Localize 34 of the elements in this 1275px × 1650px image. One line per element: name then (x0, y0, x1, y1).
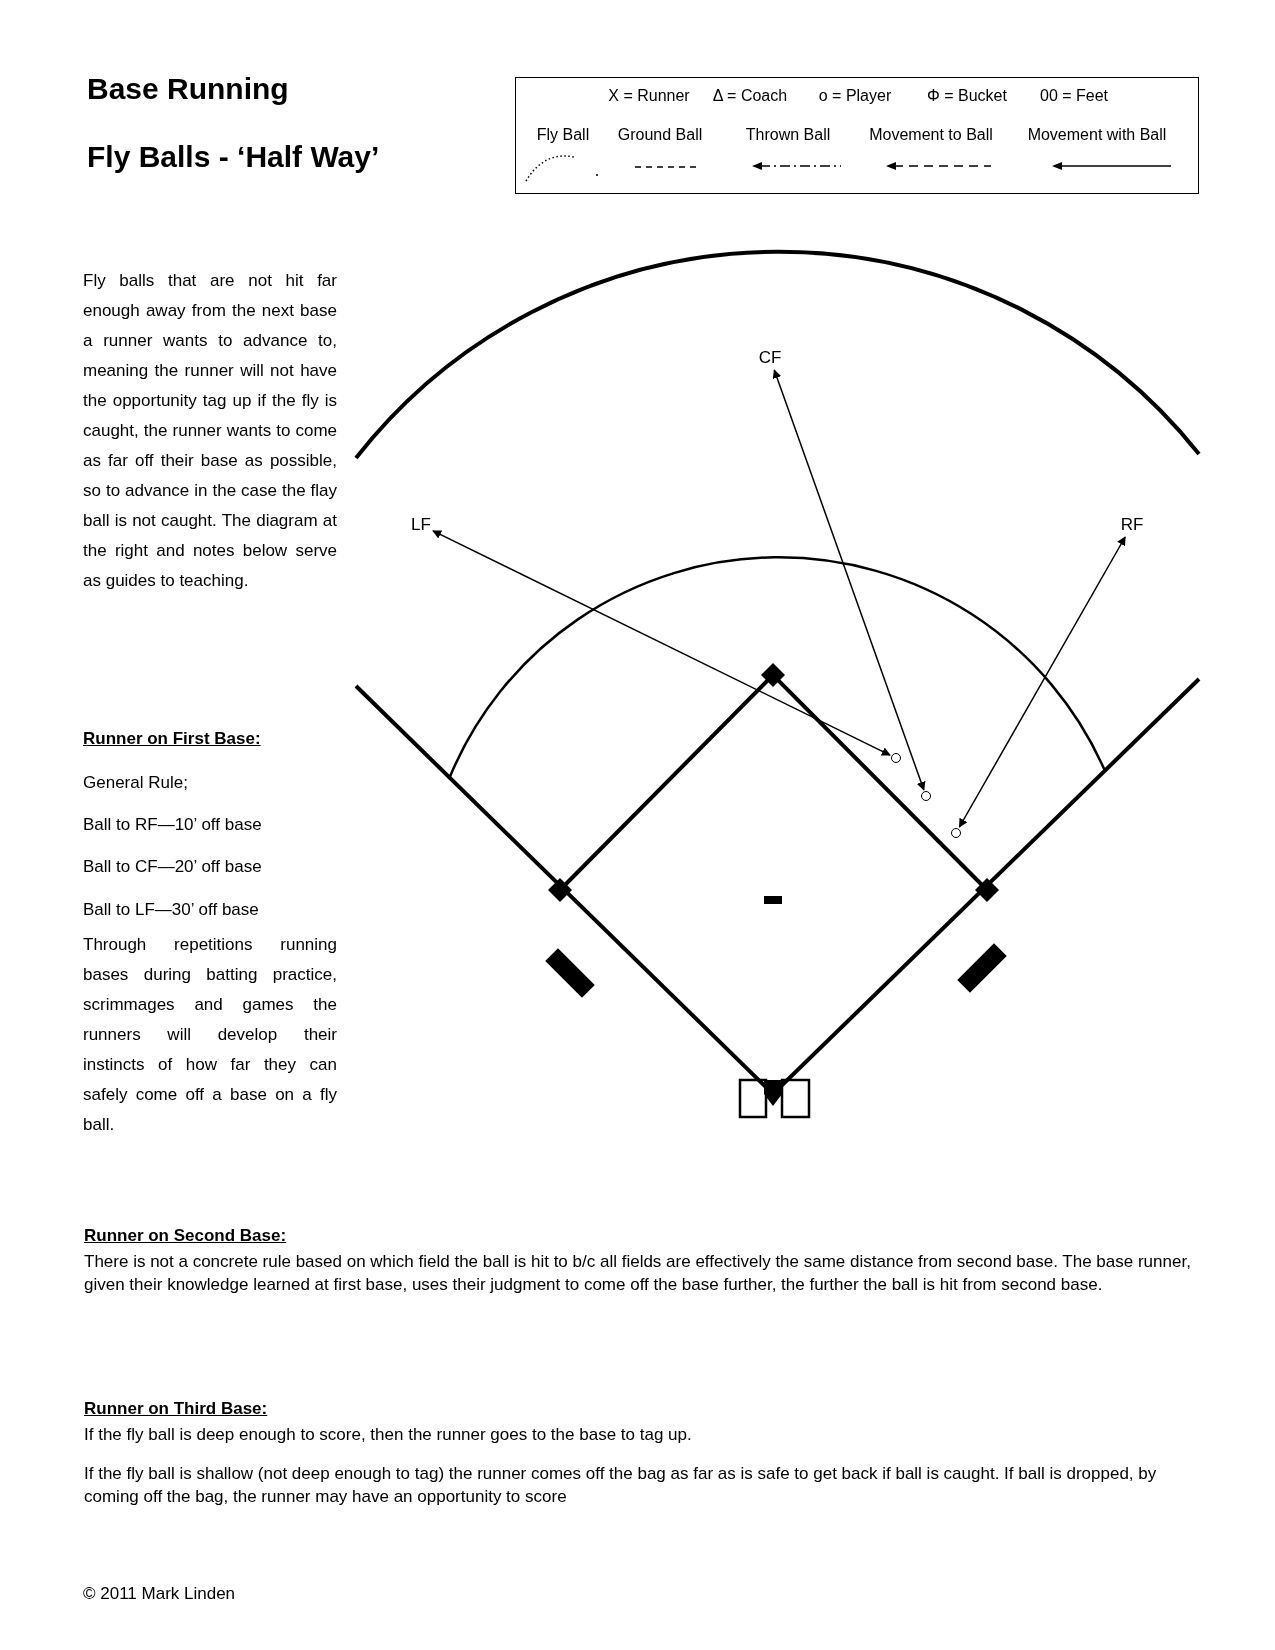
player-circle (951, 828, 961, 838)
note-text: Ball to RF—10’ off base (83, 815, 262, 835)
legend-label: X = Runner (608, 87, 690, 105)
legend-label: Movement with Ball (1027, 126, 1167, 144)
position-label: RF (1120, 514, 1144, 536)
subtitle: Fly Balls - ‘Half Way’ (87, 140, 380, 174)
arrow (772, 369, 926, 791)
arrow (432, 530, 891, 756)
legend-label: Fly Ball (536, 126, 590, 144)
legend-label: Δ = Coach (712, 87, 788, 105)
legend-label: Thrown Ball (745, 126, 831, 144)
paragraph: If the fly ball is shallow (not deep enough to tag) the runner comes off the bag as far as is safe to get back if ball is caught. If ball is dropped, by coming off the bag, the runner may have an opportunity to score (84, 1463, 1158, 1508)
paragraph: Through repetitions running bases during batting practice, scrimmages and games the runners will develop their instincts of how far they can safely come off a base on a fly ball. (83, 934, 337, 1136)
note-text: General Rule; (83, 773, 188, 793)
position-label: CF (758, 347, 782, 369)
legend-label: o = Player (818, 87, 892, 105)
title: Base Running (87, 72, 289, 106)
player-circle (891, 753, 901, 763)
position-label: LF (410, 514, 432, 536)
section-heading: Runner on First Base: (83, 729, 261, 749)
note-text: Ball to LF—30’ off base (83, 900, 259, 920)
legend-label: Φ = Bucket (927, 87, 1007, 105)
section-heading: Runner on Second Base: (84, 1226, 287, 1246)
legend-label: 00 = Feet (1040, 87, 1108, 105)
paragraph: If the fly ball is deep enough to score, then the runner goes to the base to tag up. (84, 1424, 693, 1446)
player-circle (921, 791, 931, 801)
note-text: Ball to CF—20’ off base (83, 857, 262, 877)
legend-label: Ground Ball (617, 126, 703, 144)
paragraph: There is not a concrete rule based on which field the ball is hit to b/c all fields are effectively the same distance from second base. The base runner, given their knowledge learned at first base, uses their judgment to come off the base further, the further the ball is hit from second base. (84, 1251, 1192, 1296)
paragraph: Fly balls that are not hit far enough away from the next base a runner wants to advance to, meaning the runner will not have the opportunity tag up if the fly is caught, the runner wants to come as far off their base as possible, so to advance in the case the flay ball is not caught. The diagram at the right and notes below serve as guides to teaching. (83, 270, 337, 592)
note-text: © 2011 Mark Linden (83, 1584, 236, 1604)
legend-label: Movement to Ball (869, 126, 993, 144)
arrow (958, 536, 1126, 828)
section-heading: Runner on Third Base: (84, 1399, 268, 1419)
